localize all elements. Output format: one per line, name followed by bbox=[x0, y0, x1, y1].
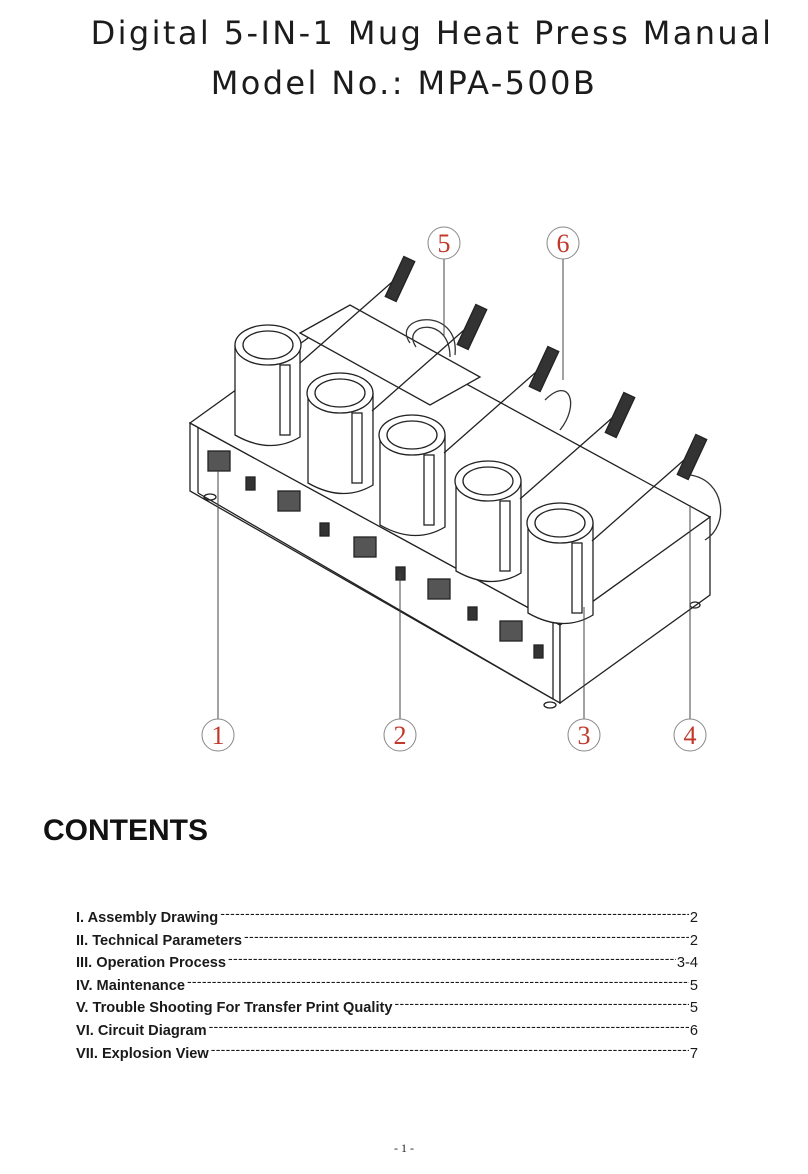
toc-item-page: 5 bbox=[689, 977, 698, 994]
dot-leader bbox=[211, 1044, 689, 1058]
handle-lever bbox=[591, 433, 708, 542]
contents-heading: CONTENTS bbox=[43, 814, 208, 847]
callout-label: 2 bbox=[394, 721, 407, 750]
power-cords bbox=[405, 319, 722, 541]
toc-item[interactable]: V. Trouble Shooting For Transfer Print Q… bbox=[76, 998, 698, 1021]
temperature-display bbox=[499, 620, 523, 642]
manual-title: Digital 5-IN-1 Mug Heat Press Manual bbox=[90, 14, 774, 52]
callout-label: 4 bbox=[684, 721, 697, 750]
toc-item-label: III. Operation Process bbox=[76, 955, 227, 972]
pressure-handles bbox=[299, 255, 708, 542]
toc-item-page: 7 bbox=[689, 1045, 698, 1062]
power-switch bbox=[319, 522, 330, 537]
mug-heaters bbox=[234, 324, 594, 625]
dot-leader bbox=[228, 953, 676, 967]
callout-leaders bbox=[217, 257, 691, 720]
table-of-contents: I. Assembly Drawing 2 II. Technical Para… bbox=[76, 908, 698, 1066]
dot-leader bbox=[395, 998, 689, 1012]
mug-heater bbox=[378, 414, 446, 537]
handle-lever bbox=[299, 255, 416, 364]
handle-lever bbox=[519, 391, 636, 500]
callout-label: 1 bbox=[212, 721, 225, 750]
callout-3 bbox=[567, 718, 601, 752]
toc-item-label: VII. Explosion View bbox=[76, 1045, 209, 1062]
callout-5 bbox=[427, 226, 461, 260]
dot-leader bbox=[209, 1021, 689, 1035]
toc-item[interactable]: II. Technical Parameters 2 bbox=[76, 931, 698, 954]
toc-item-page: 3-4 bbox=[676, 955, 698, 972]
mug-heater bbox=[454, 460, 522, 583]
toc-item-label: IV. Maintenance bbox=[76, 977, 185, 994]
callout-6 bbox=[546, 226, 580, 260]
temperature-display bbox=[353, 536, 377, 558]
toc-item-label: I. Assembly Drawing bbox=[76, 910, 219, 926]
temperature-display bbox=[277, 490, 301, 512]
callout-1 bbox=[201, 718, 235, 752]
mug-heater bbox=[234, 324, 302, 447]
toc-item[interactable]: III. Operation Process 3-4 bbox=[76, 953, 698, 976]
control-panel bbox=[207, 450, 544, 659]
toc-item[interactable]: IV. Maintenance 5 bbox=[76, 976, 698, 999]
toc-item-label: II. Technical Parameters bbox=[76, 932, 243, 949]
callout-label: 3 bbox=[578, 721, 591, 750]
callout-label: 5 bbox=[438, 229, 451, 258]
toc-item-label: VI. Circuit Diagram bbox=[76, 1022, 207, 1039]
handle-lever bbox=[371, 303, 488, 412]
toc-item-page: 5 bbox=[689, 1000, 698, 1017]
toc-item[interactable]: VI. Circuit Diagram 6 bbox=[76, 1021, 698, 1044]
callout-label: 6 bbox=[557, 229, 570, 258]
power-switch bbox=[533, 644, 544, 659]
toc-item-page: 6 bbox=[689, 1022, 698, 1039]
toc-item[interactable]: I. Assembly Drawing 2 bbox=[76, 908, 698, 931]
page-number: - 1 - bbox=[394, 1141, 414, 1155]
temperature-display bbox=[207, 450, 231, 472]
power-switch bbox=[467, 606, 478, 621]
dot-leader bbox=[244, 931, 689, 945]
callout-4 bbox=[673, 718, 707, 752]
temperature-display bbox=[427, 578, 451, 600]
callout-markers bbox=[201, 226, 707, 752]
mug-heater bbox=[306, 372, 374, 495]
handle-lever bbox=[443, 345, 560, 454]
model-number: Model No.: MPA-500B bbox=[210, 64, 598, 102]
toc-item[interactable]: VII. Explosion View 7 bbox=[76, 1044, 698, 1067]
dot-leader bbox=[220, 908, 689, 922]
toc-item-page: 2 bbox=[689, 932, 698, 949]
callout-2 bbox=[383, 718, 417, 752]
assembly-drawing: 1 2 3 4 5 6 bbox=[188, 226, 722, 752]
dot-leader bbox=[187, 976, 689, 990]
toc-item-page: 2 bbox=[689, 910, 698, 926]
toc-item-label: V. Trouble Shooting For Transfer Print Q… bbox=[76, 1000, 393, 1017]
power-switch bbox=[245, 476, 256, 491]
mug-heater bbox=[526, 502, 594, 625]
